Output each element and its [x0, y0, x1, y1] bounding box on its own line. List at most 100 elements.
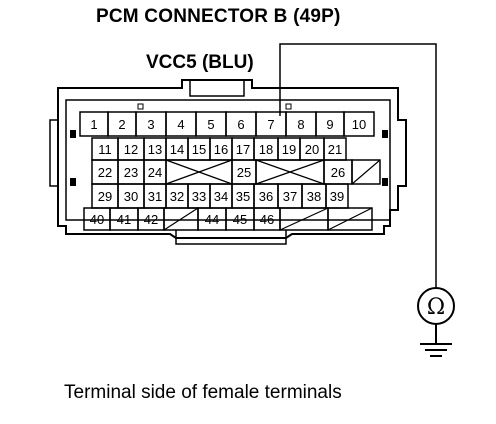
- pin-number: 17: [236, 142, 250, 157]
- connector-pin: 23: [117, 159, 145, 185]
- connector-pin: 25: [231, 159, 257, 185]
- pin-number: 31: [148, 189, 162, 204]
- connector-pin: 46: [253, 207, 281, 231]
- connector-pin: 8: [285, 111, 317, 137]
- pin-number: 11: [98, 142, 112, 157]
- pin-number: 18: [259, 142, 273, 157]
- connector-pin: 22: [91, 159, 119, 185]
- pin-number: 1: [90, 117, 97, 132]
- connector-pin: 16: [209, 137, 233, 161]
- connector-pin: 10: [343, 111, 375, 137]
- pin-number: 23: [124, 165, 138, 180]
- ground-icon: [420, 324, 452, 357]
- connector-pin: 17: [231, 137, 255, 161]
- pin-number: 37: [283, 189, 297, 204]
- pin-number: 30: [124, 189, 138, 204]
- diagram-caption: Terminal side of female terminals: [64, 382, 342, 403]
- connector-pin: 24: [143, 159, 167, 185]
- connector-pin: 44: [197, 207, 227, 231]
- pin-number: 33: [192, 189, 206, 204]
- signal-label: VCC5 (BLU): [146, 52, 254, 73]
- pin-number: 15: [192, 142, 206, 157]
- connector-pin: 30: [117, 183, 145, 209]
- connector-pin: 29: [91, 183, 119, 209]
- pin-number: 40: [90, 212, 104, 227]
- connector-pin: 14: [165, 137, 189, 161]
- connector-pin: 4: [165, 111, 197, 137]
- connector-pin: 36: [253, 183, 279, 209]
- pin-number: 32: [170, 189, 184, 204]
- pin-number: 4: [177, 117, 184, 132]
- pin-number: 14: [170, 142, 184, 157]
- pin-number: 13: [148, 142, 162, 157]
- connector-inner-wall: [65, 99, 391, 221]
- connector-pin: 32: [165, 183, 189, 209]
- connector-pin: 40: [83, 207, 111, 231]
- connector-pin: 20: [299, 137, 325, 161]
- pin-number: 5: [207, 117, 214, 132]
- blank-cavity: [351, 159, 381, 185]
- connector-pin: 21: [323, 137, 347, 161]
- pin-number: 16: [214, 142, 228, 157]
- connector-pin: 42: [137, 207, 165, 231]
- ohm-symbol: Ω: [427, 295, 445, 320]
- pin-number: 8: [297, 117, 304, 132]
- pin-number: 46: [260, 212, 274, 227]
- connector-pin: 35: [231, 183, 255, 209]
- connector-pin: 7: [255, 111, 287, 137]
- pin-number: 42: [144, 212, 158, 227]
- bottom-key: [175, 230, 287, 245]
- connector-pin: 19: [277, 137, 301, 161]
- connector-pin: 15: [187, 137, 211, 161]
- connector-pin: 11: [91, 137, 119, 161]
- pin-number: 22: [98, 165, 112, 180]
- blank-cavity: [327, 207, 373, 231]
- pin-number: 44: [205, 212, 219, 227]
- connector-pin: 6: [225, 111, 257, 137]
- pin-number: 25: [237, 165, 251, 180]
- connector-pin: 5: [195, 111, 227, 137]
- pin-number: 36: [259, 189, 273, 204]
- connector-pin: 1: [79, 111, 109, 137]
- connector-pin: 33: [187, 183, 211, 209]
- unused-cavity: [165, 159, 233, 185]
- pin-number: 6: [237, 117, 244, 132]
- connector-pin: 31: [143, 183, 167, 209]
- pin-number: 9: [326, 117, 333, 132]
- pin-number: 20: [305, 142, 319, 157]
- pin-number: 7: [267, 117, 274, 132]
- connector-pin: 3: [135, 111, 167, 137]
- connector-pin: 45: [225, 207, 255, 231]
- connector-pin: 9: [315, 111, 345, 137]
- pin-number: 45: [233, 212, 247, 227]
- pin-number: 3: [147, 117, 154, 132]
- connector-pin: 2: [107, 111, 137, 137]
- connector-pin: 41: [109, 207, 139, 231]
- pin-number: 39: [330, 189, 344, 204]
- blank-cavity: [279, 207, 329, 231]
- pin-number: 35: [236, 189, 250, 204]
- connector-pin: 13: [143, 137, 167, 161]
- connector-pin: 39: [325, 183, 349, 209]
- connector-pin: 18: [253, 137, 279, 161]
- pin-number: 24: [148, 165, 162, 180]
- pin-number: 41: [117, 212, 131, 227]
- pin-number: 21: [328, 142, 342, 157]
- pin-number: 19: [282, 142, 296, 157]
- connector-pin: 12: [117, 137, 145, 161]
- pin-number: 34: [214, 189, 228, 204]
- pin-number: 26: [331, 165, 345, 180]
- connector-pin: 37: [277, 183, 303, 209]
- unused-cavity: [255, 159, 325, 185]
- pin-number: 2: [118, 117, 125, 132]
- pin-number: 29: [98, 189, 112, 204]
- diagram-title: PCM CONNECTOR B (49P): [96, 6, 341, 27]
- connector-pin: 34: [209, 183, 233, 209]
- pin-number: 10: [352, 117, 366, 132]
- blank-cavity: [163, 207, 199, 231]
- pin-number: 12: [124, 142, 138, 157]
- connector-pin: 38: [301, 183, 327, 209]
- pin-number: 38: [307, 189, 321, 204]
